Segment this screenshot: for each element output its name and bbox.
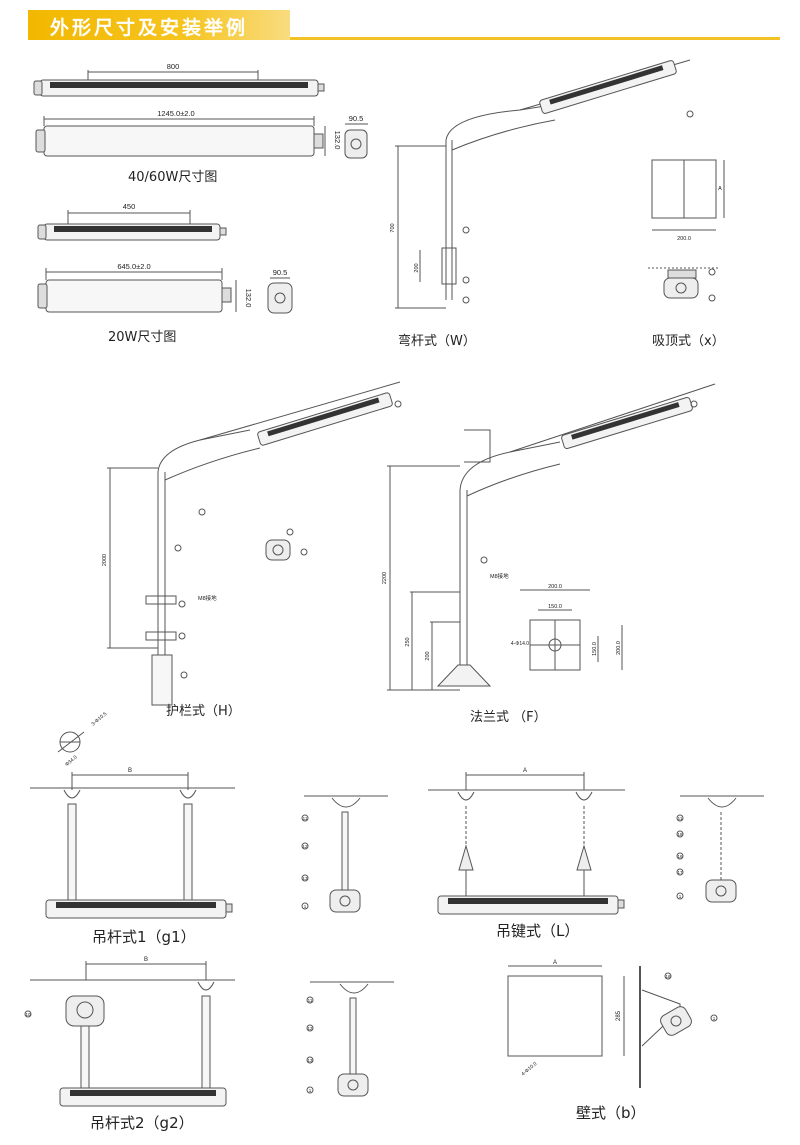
- dim-phi-34: Φ34.0: [64, 754, 79, 768]
- dim-285: 285: [616, 1010, 622, 1021]
- caption-wall: 壁式（b）: [576, 1104, 646, 1122]
- ground-note-f: M8接地: [490, 572, 509, 580]
- lamp-40-60w-front: [35, 116, 326, 157]
- rod-mount-g2: [24, 961, 235, 1107]
- lamp-40-60w-end: [344, 123, 368, 159]
- dim-132-a: 132.0: [333, 131, 342, 150]
- section-banner: 外形尺寸及安装举例: [0, 0, 800, 48]
- callout-13-g2: 13: [307, 1058, 313, 1063]
- dim-200-x: 200.0: [677, 236, 691, 242]
- callout-12-g2: 12: [307, 1026, 313, 1031]
- dim-a-l: A: [523, 768, 527, 774]
- dim-132-b: 132.0: [244, 289, 253, 308]
- callout-1-l: 1: [679, 894, 682, 899]
- callout-18-b: 18: [665, 974, 671, 979]
- callout-17-l: 17: [677, 870, 683, 875]
- callout-11-g1: 11: [303, 816, 308, 821]
- callout-18-l: 18: [677, 832, 683, 837]
- chain-mount-l-side: [676, 795, 764, 903]
- dim-450: 450: [123, 202, 136, 211]
- dim-200-flange-v: 200.0: [616, 641, 622, 655]
- banner-title-box: [28, 10, 290, 40]
- dim-4-phi-10: 4-Φ10.0: [520, 1061, 538, 1077]
- caption-20w: 20W尺寸图: [108, 330, 177, 345]
- flange-mount-f: [387, 383, 716, 691]
- dim-b-g1: B: [128, 768, 132, 774]
- callout-11-l: 11: [678, 816, 683, 821]
- callout-1-g2: 1: [309, 1088, 312, 1093]
- bend-pole-mount-w: [395, 59, 694, 309]
- rod-mount-g1-side: [301, 795, 388, 913]
- callout-1-g1: 1: [304, 904, 307, 909]
- dim-a-x: A: [718, 186, 722, 192]
- wall-mount-b: [507, 965, 718, 1088]
- dim-2200: 2200: [382, 572, 388, 584]
- dim-a-b: A: [553, 960, 557, 966]
- rod-mount-g2-side: [306, 981, 394, 1097]
- callout-13-g1: 13: [302, 876, 308, 881]
- dim-800: 800: [167, 62, 180, 71]
- dim-200-f: 200: [425, 651, 431, 660]
- caption-flange: 法兰式 （F）: [470, 710, 547, 725]
- dim-4-phi-14: 4-Φ14.0: [511, 641, 529, 647]
- callout-12-g1: 12: [302, 844, 308, 849]
- caption-bend-pole: 弯杆式（W）: [398, 334, 476, 349]
- dim-200-flange: 200.0: [548, 584, 562, 590]
- chain-mount-l: [428, 772, 625, 915]
- banner-underline: [290, 37, 780, 40]
- ground-note-h: M8接地: [198, 594, 217, 602]
- dim-1245: 1245.0±2.0: [157, 109, 194, 118]
- dim-150-flange: 150.0: [548, 604, 562, 610]
- ceiling-mount-x: [648, 159, 725, 302]
- caption-rod-g1: 吊杆式1（g1）: [92, 928, 196, 946]
- caption-rod-g2: 吊杆式2（g2）: [90, 1114, 194, 1132]
- page-title: 外形尺寸及安装举例: [50, 17, 249, 39]
- caption-guardrail: 护栏式（H）: [166, 704, 241, 719]
- callout-10-g2: 10: [25, 1012, 31, 1017]
- dim-90-5-b: 90.5: [273, 268, 288, 277]
- guardrail-mount-h: [107, 381, 402, 706]
- caption-ceiling: 吸顶式（x）: [652, 334, 725, 349]
- lamp-20w-end: [267, 277, 293, 314]
- callout-1-b: 1: [713, 1016, 716, 1021]
- dim-645: 645.0±2.0: [117, 262, 150, 271]
- caption-40-60w: 40/60W尺寸图: [128, 170, 218, 185]
- dim-200-w: 200: [414, 263, 420, 272]
- dim-b-g2: B: [144, 957, 148, 963]
- rod-mount-g1: [30, 731, 235, 919]
- lamp-40-60w-top: [33, 70, 325, 97]
- lamp-20w-front: [37, 268, 237, 313]
- dim-700: 700: [390, 223, 396, 232]
- dim-250: 250: [405, 637, 411, 646]
- lamp-20w-top: [37, 210, 227, 241]
- caption-chain-l: 吊键式（L）: [496, 922, 580, 940]
- callout-16-l: 16: [677, 854, 683, 859]
- dim-2000: 2000: [102, 554, 108, 566]
- dim-90-5-a: 90.5: [349, 114, 364, 123]
- callout-11-g2: 11: [308, 998, 313, 1003]
- dim-150-flange-v: 150.0: [592, 642, 598, 656]
- dim-3-phi-10-5: 3-Φ10.5: [90, 711, 108, 727]
